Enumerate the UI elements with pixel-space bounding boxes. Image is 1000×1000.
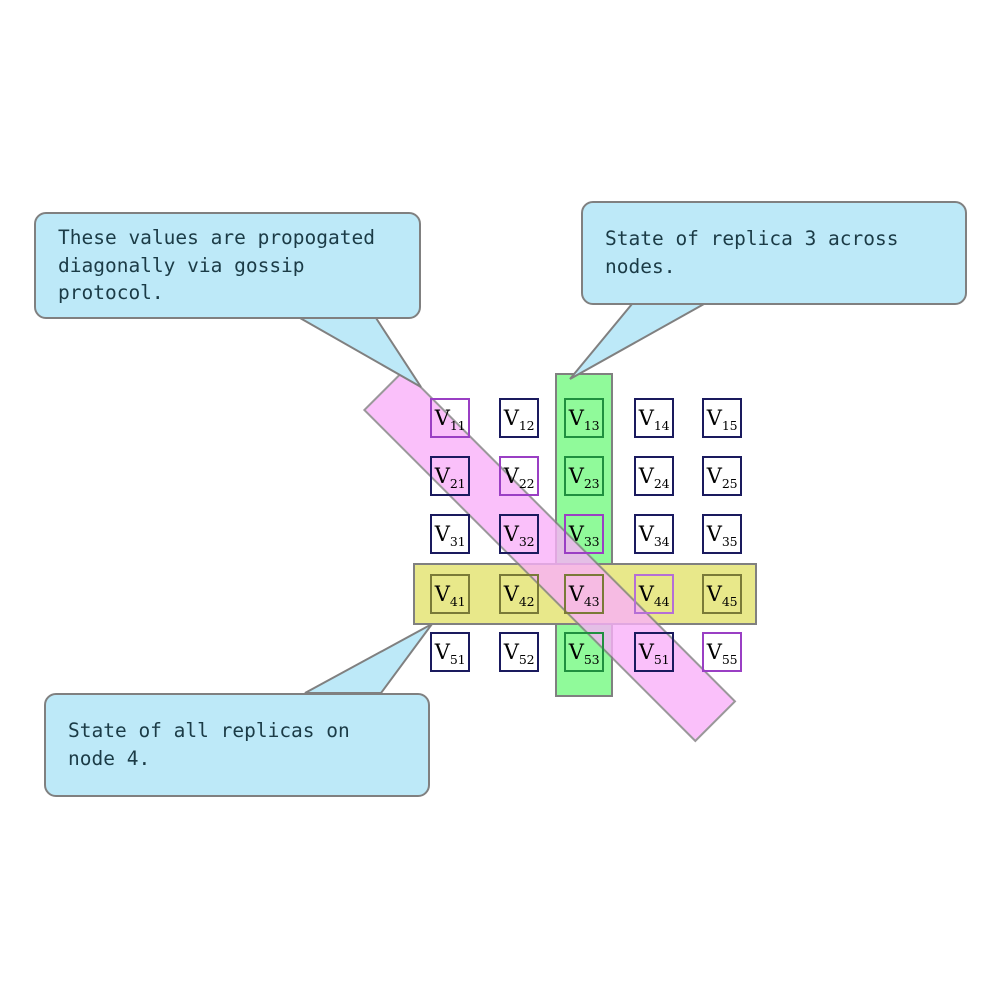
cell-base: V (706, 581, 722, 606)
grid-cell-4-3[interactable]: V43 (564, 574, 604, 614)
grid-cell-4-1[interactable]: V41 (430, 574, 470, 614)
cell-subscript: 44 (653, 593, 670, 609)
cell-base: V (434, 405, 450, 430)
cell-base: V (503, 581, 519, 606)
cell-base: V (638, 639, 654, 664)
grid-cell-3-5[interactable]: V35 (702, 514, 742, 554)
cell-base: V (568, 405, 584, 430)
cell-subscript: 51 (653, 651, 670, 667)
grid-cell-2-4[interactable]: V24 (634, 456, 674, 496)
grid-cell-2-2[interactable]: V22 (499, 456, 539, 496)
grid-cell-1-2[interactable]: V12 (499, 398, 539, 438)
grid-cell-3-2[interactable]: V32 (499, 514, 539, 554)
cell-base: V (706, 521, 722, 546)
cell-subscript: 14 (653, 417, 670, 433)
cell-subscript: 32 (518, 533, 535, 549)
cell-subscript: 24 (653, 475, 670, 491)
grid-cell-3-4[interactable]: V34 (634, 514, 674, 554)
cell-subscript: 34 (653, 533, 670, 549)
cell-base: V (434, 521, 450, 546)
cell-subscript: 22 (518, 475, 535, 491)
callout-diagonal-text: These values are propogated diagonally v… (58, 225, 375, 305)
grid-cell-4-2[interactable]: V42 (499, 574, 539, 614)
cell-base: V (568, 463, 584, 488)
cell-subscript: 55 (721, 651, 738, 667)
grid-cell-3-3[interactable]: V33 (564, 514, 604, 554)
grid-cell-1-5[interactable]: V15 (702, 398, 742, 438)
grid-cell-1-1[interactable]: V11 (430, 398, 470, 438)
grid-cell-3-1[interactable]: V31 (430, 514, 470, 554)
cell-base: V (503, 405, 519, 430)
cell-subscript: 23 (583, 475, 600, 491)
grid-cell-2-3[interactable]: V23 (564, 456, 604, 496)
cell-base: V (568, 521, 584, 546)
cell-subscript: 31 (449, 533, 466, 549)
cell-base: V (503, 521, 519, 546)
cell-base: V (638, 405, 654, 430)
grid-cell-1-3[interactable]: V13 (564, 398, 604, 438)
cell-subscript: 41 (449, 593, 466, 609)
cell-base: V (568, 581, 584, 606)
cell-base: V (568, 639, 584, 664)
grid-cell-5-3[interactable]: V53 (564, 632, 604, 672)
cell-subscript: 45 (721, 593, 738, 609)
grid-cell-4-5[interactable]: V45 (702, 574, 742, 614)
cell-subscript: 25 (721, 475, 738, 491)
cell-subscript: 51 (449, 651, 466, 667)
cell-base: V (706, 405, 722, 430)
cell-subscript: 33 (583, 533, 600, 549)
cell-base: V (706, 639, 722, 664)
cell-base: V (434, 639, 450, 664)
cell-base: V (706, 463, 722, 488)
cell-subscript: 35 (721, 533, 738, 549)
cell-subscript: 21 (449, 475, 466, 491)
cell-subscript: 53 (583, 651, 600, 667)
callout-node-note[interactable]: State of all replicas on node 4. (44, 693, 430, 797)
callout-diagonal-note[interactable]: These values are propogated diagonally v… (34, 212, 421, 319)
cell-subscript: 42 (518, 593, 535, 609)
grid-cell-5-2[interactable]: V52 (499, 632, 539, 672)
cell-base: V (638, 463, 654, 488)
callout-replica-text: State of replica 3 across nodes. (605, 227, 899, 278)
cell-subscript: 12 (518, 417, 535, 433)
cell-subscript: 15 (721, 417, 738, 433)
cell-base: V (503, 463, 519, 488)
grid-cell-1-4[interactable]: V14 (634, 398, 674, 438)
cell-base: V (434, 581, 450, 606)
cell-subscript: 52 (518, 651, 535, 667)
cell-subscript: 11 (449, 417, 466, 433)
grid-cell-5-1[interactable]: V51 (430, 632, 470, 672)
grid-cell-2-1[interactable]: V21 (430, 456, 470, 496)
grid-cell-5-5[interactable]: V55 (702, 632, 742, 672)
grid-cell-2-5[interactable]: V25 (702, 456, 742, 496)
callout-replica-note[interactable]: State of replica 3 across nodes. (581, 201, 967, 305)
callout-node-text: State of all replicas on node 4. (68, 719, 350, 770)
cell-base: V (638, 581, 654, 606)
cell-base: V (638, 521, 654, 546)
grid-cell-5-4[interactable]: V51 (634, 632, 674, 672)
grid-cell-4-4[interactable]: V44 (634, 574, 674, 614)
cell-subscript: 43 (583, 593, 600, 609)
cell-base: V (434, 463, 450, 488)
cell-subscript: 13 (583, 417, 600, 433)
cell-base: V (503, 639, 519, 664)
